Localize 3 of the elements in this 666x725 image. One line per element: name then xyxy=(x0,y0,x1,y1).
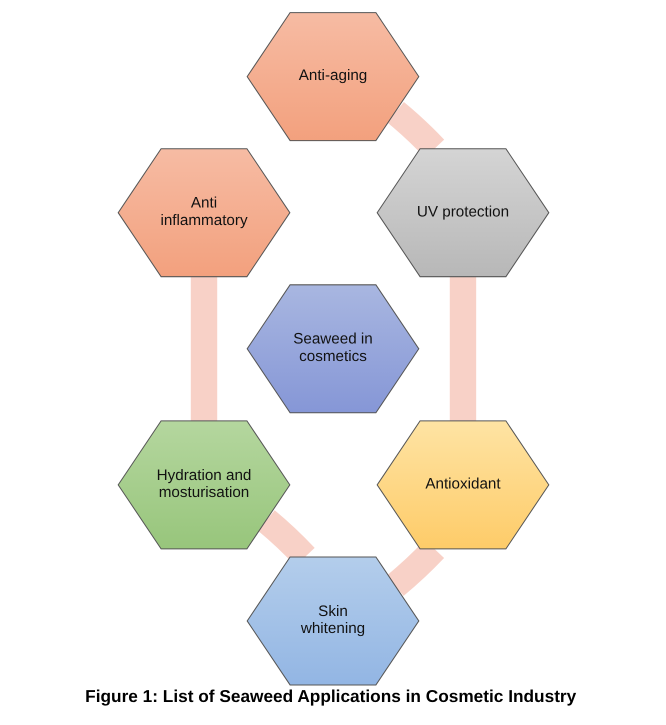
connector xyxy=(190,276,217,421)
caption: Figure 1: List of Seaweed Applications in Cosmetic Industry xyxy=(84,686,576,706)
connector xyxy=(449,276,476,421)
